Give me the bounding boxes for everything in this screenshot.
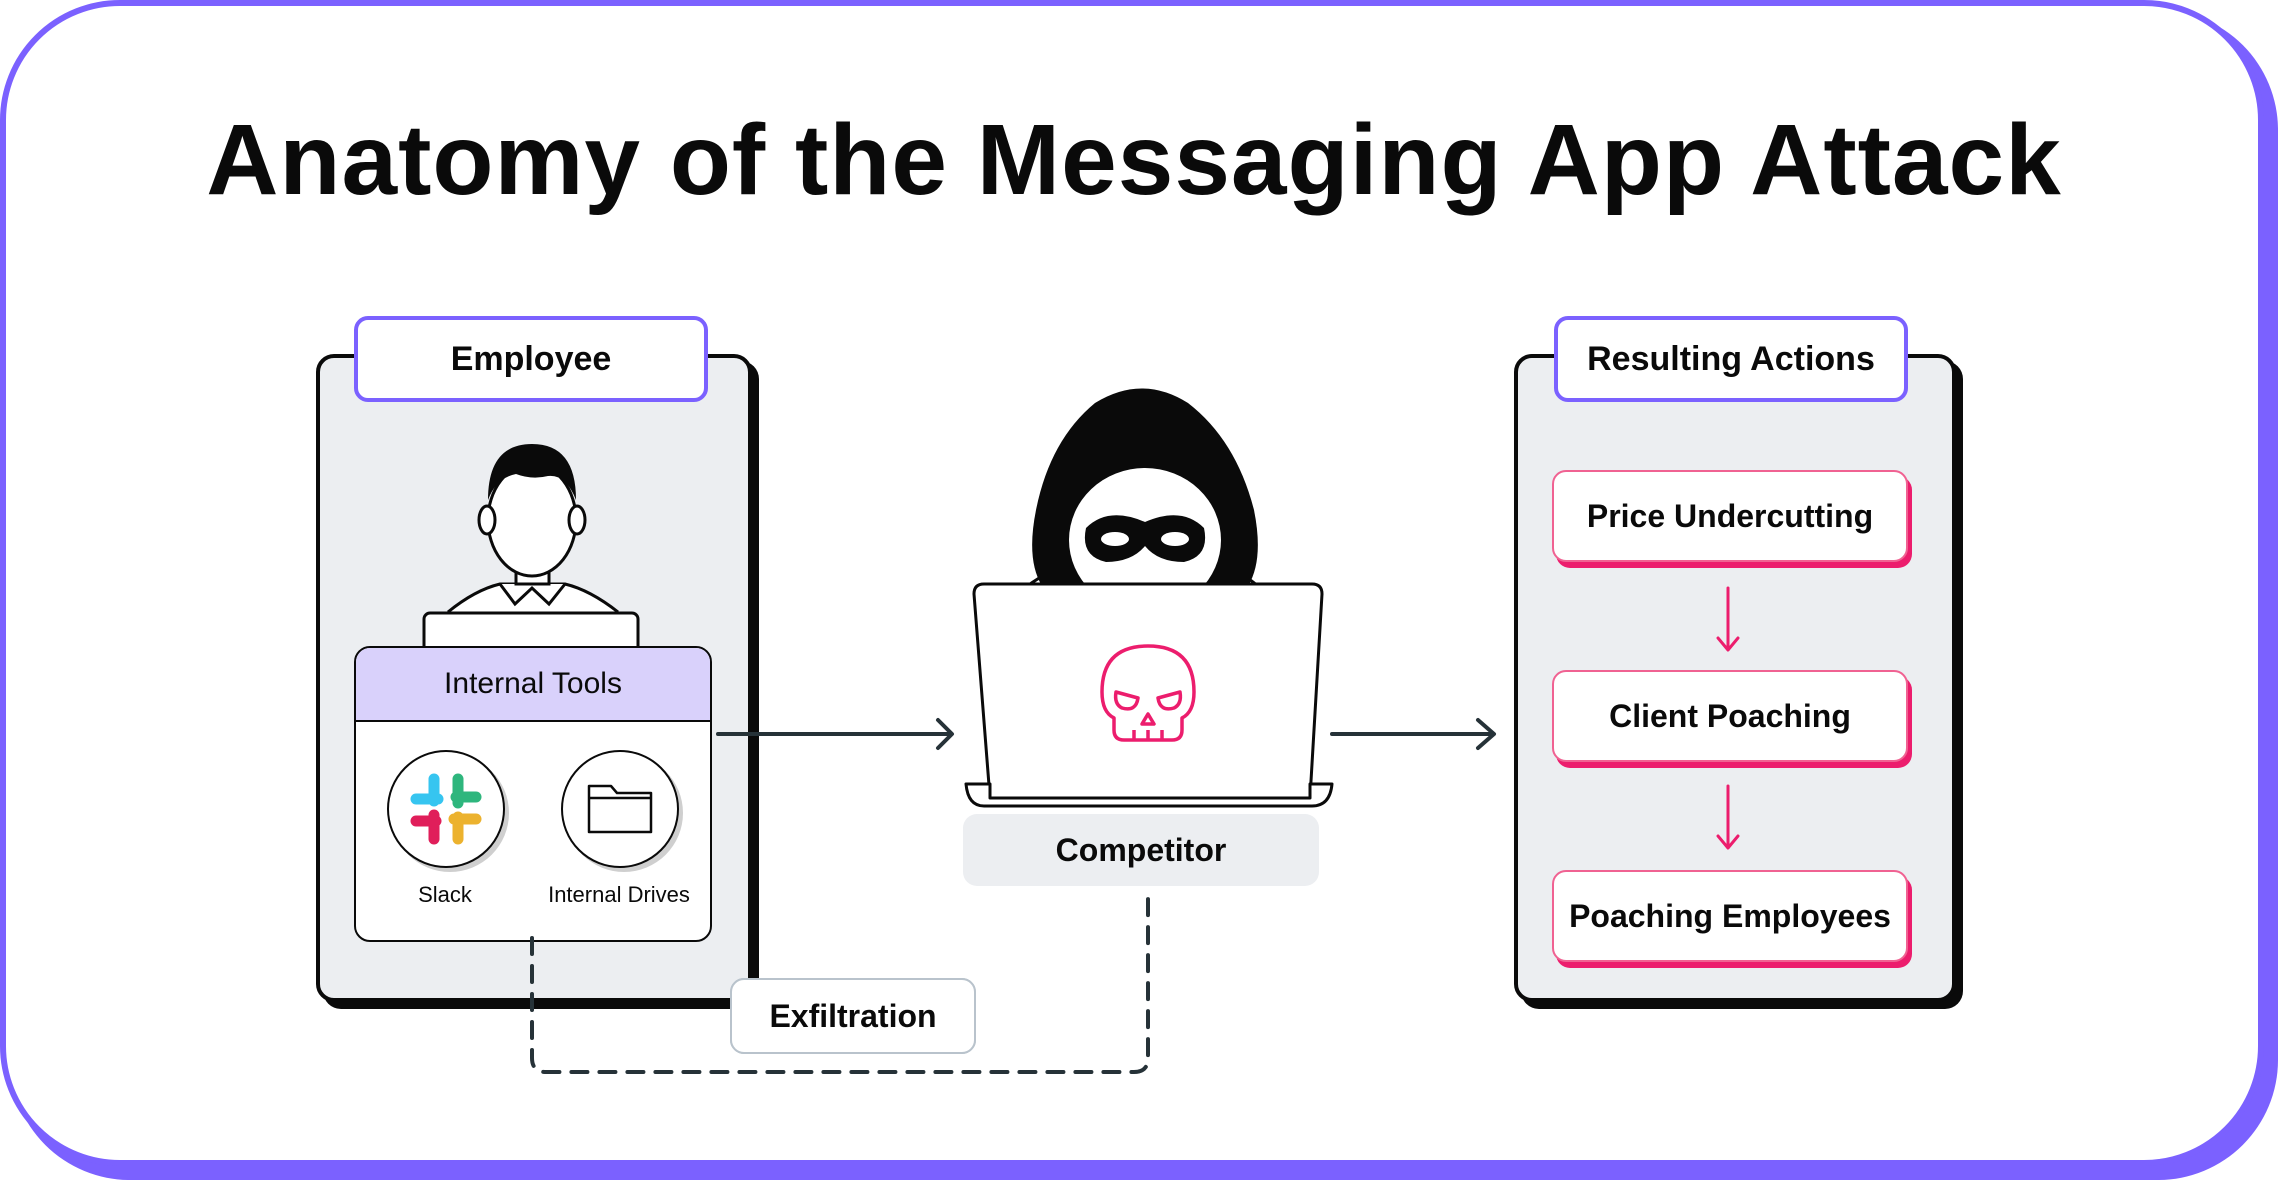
action-poaching-employees: Poaching Employees [1552, 870, 1908, 962]
employee-panel-label: Employee [354, 316, 708, 402]
slack-icon [410, 773, 482, 845]
internal-drives-label: Internal Drives [548, 882, 690, 907]
arrow-employee-to-competitor [716, 718, 954, 750]
exfiltration-label-top: Exfiltration [730, 978, 976, 1054]
results-panel-label: Resulting Actions [1554, 316, 1908, 402]
arrow-action-2-to-3 [1716, 784, 1740, 850]
skull-icon [1100, 644, 1196, 742]
action-client-poaching: Client Poaching [1552, 670, 1908, 762]
employee-icon [447, 444, 619, 614]
internal-tools-heading: Internal Tools [356, 648, 710, 722]
folder-icon [587, 784, 653, 834]
slack-tool[interactable] [387, 750, 505, 868]
arrow-competitor-to-results [1330, 718, 1496, 750]
diagram-title: Anatomy of the Messaging App Attack [206, 104, 2062, 216]
internal-drives-tool[interactable] [561, 750, 679, 868]
arrow-action-1-to-2 [1716, 586, 1740, 652]
action-price-undercutting: Price Undercutting [1552, 470, 1908, 562]
hacker-icon [1021, 388, 1264, 612]
slack-label: Slack [418, 882, 472, 907]
exfiltration-path [530, 890, 1150, 1074]
competitor-laptop [964, 582, 1334, 808]
competitor-label: Competitor [963, 814, 1319, 886]
